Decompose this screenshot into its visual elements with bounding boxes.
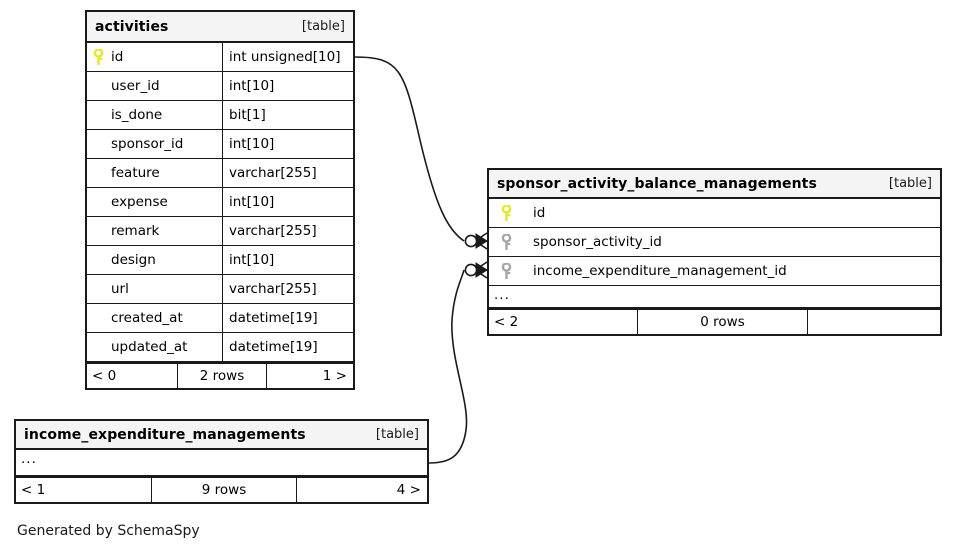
table-title: sponsor_activity_balance_managements: [497, 175, 817, 192]
table-header-activities: activities [table]: [87, 12, 353, 43]
table-row[interactable]: sponsor_activity_id: [489, 228, 940, 257]
column-name: expense: [111, 194, 168, 210]
table-row[interactable]: id: [489, 199, 940, 228]
table-row[interactable]: sponsor_id int[10]: [87, 130, 353, 159]
column-type: datetime[19]: [222, 304, 353, 332]
table-node-sponsor-activity-balance-managements[interactable]: sponsor_activity_balance_managements [ta…: [487, 168, 942, 336]
column-name-cell: created_at: [87, 304, 222, 332]
column-name-cell: feature: [87, 159, 222, 187]
row-count: 9 rows: [151, 478, 297, 502]
column-name: created_at: [111, 310, 183, 326]
column-name: feature: [111, 165, 160, 181]
edge-income-expenditure-to-management-id: [428, 261, 488, 464]
column-type: varchar[255]: [222, 217, 353, 245]
column-name-cell: sponsor_id: [87, 130, 222, 158]
column-type: int[10]: [222, 246, 353, 274]
column-type: varchar[255]: [222, 159, 353, 187]
table-title: activities: [95, 18, 169, 35]
hidden-columns-indicator: ...: [489, 286, 940, 308]
column-name-cell: remark: [87, 217, 222, 245]
row-count: 2 rows: [177, 364, 267, 388]
table-node-activities[interactable]: activities [table] id int unsigned[10] u…: [85, 10, 355, 390]
table-row[interactable]: design int[10]: [87, 246, 353, 275]
table-footer-sponsor-activity-balance-managements: < 2 0 rows: [489, 308, 940, 334]
column-type: int unsigned[10]: [222, 43, 353, 71]
prev-relations-count[interactable]: < 0: [92, 368, 117, 384]
next-relations-count[interactable]: 1 >: [322, 368, 347, 384]
row-count: 0 rows: [637, 310, 808, 334]
primary-key-icon: [87, 48, 109, 66]
column-name-cell: id: [489, 199, 940, 227]
table-row[interactable]: feature varchar[255]: [87, 159, 353, 188]
table-header-income-expenditure-managements: income_expenditure_managements [table]: [16, 421, 427, 450]
column-name-cell: is_done: [87, 101, 222, 129]
foreign-key-icon: [489, 233, 523, 251]
table-footer-activities: < 0 2 rows 1 >: [87, 362, 353, 388]
column-name-cell: user_id: [87, 72, 222, 100]
column-type: int[10]: [222, 130, 353, 158]
table-kind-label: [table]: [888, 176, 932, 191]
column-name: id: [533, 205, 546, 221]
hidden-columns-indicator: ...: [16, 450, 427, 476]
table-row[interactable]: income_expenditure_management_id: [489, 257, 940, 286]
table-row[interactable]: user_id int[10]: [87, 72, 353, 101]
table-row[interactable]: is_done bit[1]: [87, 101, 353, 130]
column-name-cell: id: [87, 43, 222, 71]
table-kind-label: [table]: [375, 427, 419, 442]
table-kind-label: [table]: [301, 19, 345, 34]
prev-relations-count[interactable]: < 1: [21, 482, 46, 498]
column-name: remark: [111, 223, 160, 239]
column-name: id: [111, 49, 124, 65]
column-type: bit[1]: [222, 101, 353, 129]
column-name-cell: updated_at: [87, 333, 222, 361]
column-type: varchar[255]: [222, 275, 353, 303]
table-row[interactable]: created_at datetime[19]: [87, 304, 353, 333]
table-row[interactable]: updated_at datetime[19]: [87, 333, 353, 362]
column-name: updated_at: [111, 339, 188, 355]
table-footer-income-expenditure-managements: < 1 9 rows 4 >: [16, 476, 427, 502]
table-node-income-expenditure-managements[interactable]: income_expenditure_managements [table] .…: [14, 419, 429, 504]
column-name: user_id: [111, 78, 160, 94]
column-name-cell: design: [87, 246, 222, 274]
next-relations-count[interactable]: 4 >: [396, 482, 421, 498]
column-name: sponsor_id: [111, 136, 184, 152]
table-row[interactable]: remark varchar[255]: [87, 217, 353, 246]
foreign-key-icon: [489, 262, 523, 280]
column-name: sponsor_activity_id: [533, 234, 662, 250]
primary-key-icon: [489, 204, 523, 222]
column-name-cell: url: [87, 275, 222, 303]
column-name: income_expenditure_management_id: [533, 263, 787, 279]
column-name-cell: expense: [87, 188, 222, 216]
ellipsis-label: ...: [494, 287, 510, 303]
prev-relations-count[interactable]: < 2: [494, 314, 519, 330]
column-type: int[10]: [222, 188, 353, 216]
table-row[interactable]: url varchar[255]: [87, 275, 353, 304]
column-name: design: [111, 252, 156, 268]
column-type: datetime[19]: [222, 333, 353, 361]
next-relations-count[interactable]: [808, 310, 940, 334]
column-type: int[10]: [222, 72, 353, 100]
table-row[interactable]: expense int[10]: [87, 188, 353, 217]
generated-by-caption: Generated by SchemaSpy: [17, 523, 200, 539]
ellipsis-label: ...: [21, 451, 37, 467]
table-title: income_expenditure_managements: [24, 426, 306, 443]
column-name-cell: sponsor_activity_id: [489, 228, 940, 256]
column-name-cell: income_expenditure_management_id: [489, 257, 940, 285]
table-header-sponsor-activity-balance-managements: sponsor_activity_balance_managements [ta…: [489, 170, 940, 199]
table-row[interactable]: id int unsigned[10]: [87, 43, 353, 72]
edge-activities-to-sponsor-activity-id: [354, 56, 488, 250]
column-name: is_done: [111, 107, 163, 123]
column-name: url: [111, 281, 129, 297]
